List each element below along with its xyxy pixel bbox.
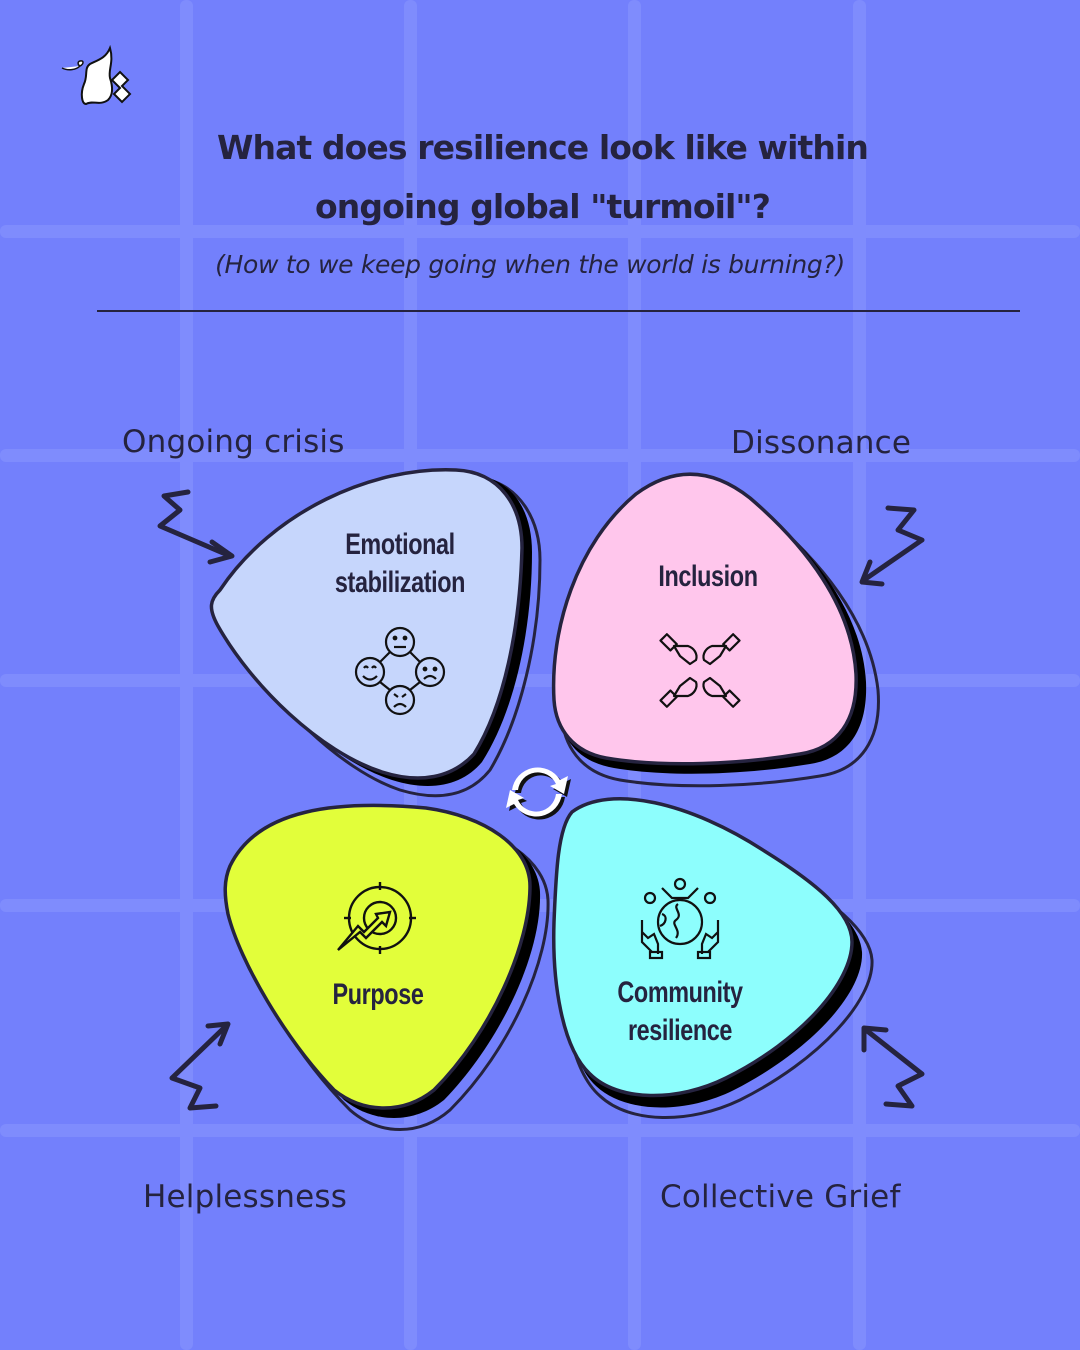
squiggle-arrow-icon (169, 1021, 231, 1111)
label-ongoing-crisis: Ongoing crisis (122, 424, 345, 460)
petal-label-line: Emotional (345, 528, 455, 561)
petal-label-line: Purpose (332, 978, 424, 1011)
petal-label-line: stabilization (334, 566, 466, 599)
petal-label-line: Inclusion (658, 560, 758, 593)
target-growth-icon (337, 882, 416, 954)
petal-inclusion (551, 472, 880, 788)
cycle-refresh-icon (506, 767, 571, 820)
label-dissonance: Dissonance (731, 425, 912, 461)
label-collective-grief: Collective Grief (660, 1179, 901, 1215)
petal-label-line: Community (617, 976, 743, 1009)
page-title: What does resilience look like within on… (0, 118, 1080, 236)
label-helplessness: Helplessness (143, 1179, 348, 1215)
title-line-2: ongoing global "turmoil"? (315, 187, 771, 226)
grid-line (0, 1124, 1080, 1137)
petal-purpose (223, 803, 550, 1131)
header-divider (97, 310, 1020, 312)
page-subtitle: (How to we keep going when the world is … (215, 250, 845, 279)
hands-holding-globe-people-icon (640, 877, 720, 960)
petal-label-line: resilience (627, 1014, 733, 1047)
petal-label-inclusion: Inclusion (630, 558, 786, 596)
petal-label-emotional-stabilization: Emotional stabilization (306, 526, 493, 602)
squiggle-arrow-icon (157, 489, 235, 565)
brand-logo-icon (61, 44, 132, 106)
emotions-cycle-icon (354, 626, 446, 716)
squiggle-arrow-icon (859, 505, 925, 587)
petal-label-purpose: Purpose (316, 976, 441, 1014)
squiggle-arrow-icon (861, 1025, 925, 1109)
grid-line (0, 225, 1080, 238)
grid-line (0, 449, 1080, 462)
joined-hands-icon (659, 633, 741, 708)
title-line-1: What does resilience look like within (217, 128, 869, 167)
petal-emotional-stabilization (209, 468, 542, 798)
petal-label-community-resilience: Community resilience (594, 974, 766, 1050)
